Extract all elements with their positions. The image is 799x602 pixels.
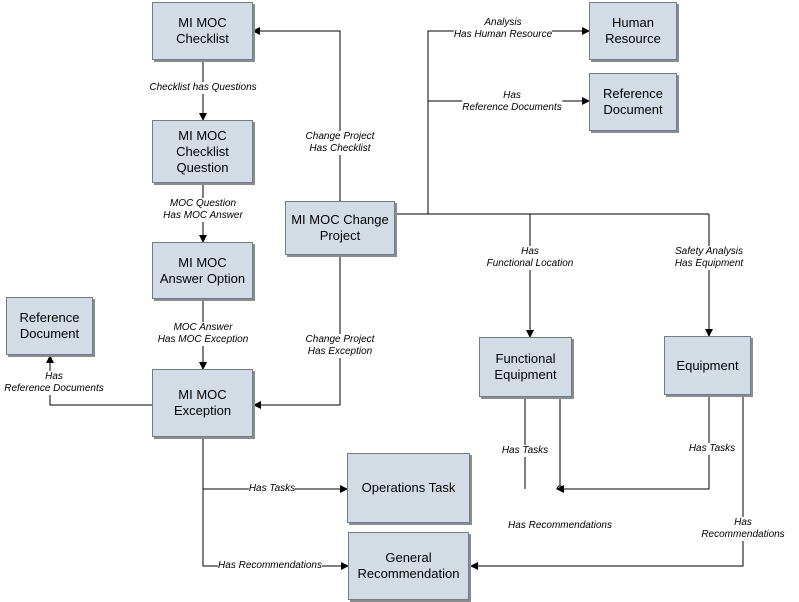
node-mi-moc-change-project[interactable]: MI MOC Change Project bbox=[285, 201, 395, 255]
label-project-has-exception: Change Project Has Exception bbox=[305, 334, 375, 358]
node-mi-moc-checklist[interactable]: MI MOC Checklist bbox=[152, 2, 253, 60]
label-exception-has-recommendations: Has Recommendations bbox=[218, 560, 322, 572]
label-fe-has-recommendations: Has Recommendations bbox=[508, 520, 612, 532]
node-mi-moc-checklist-question[interactable]: MI MOC Checklist Question bbox=[152, 120, 253, 183]
node-operations-task[interactable]: Operations Task bbox=[347, 453, 470, 523]
edge-project-human-resource bbox=[395, 27, 590, 215]
label-answer-has-exception: MOC Answer Has MOC Exception bbox=[157, 322, 249, 346]
edge-exception-tasks bbox=[202, 438, 348, 493]
label-project-has-checklist: Change Project Has Checklist bbox=[305, 131, 375, 155]
node-general-recommendation[interactable]: General Recommendation bbox=[348, 532, 469, 600]
label-has-functional-location: Has Functional Location bbox=[486, 246, 574, 270]
label-safety-analysis-has-equipment: Safety Analysis Has Equipment bbox=[674, 246, 744, 270]
node-reference-document-left[interactable]: Reference Document bbox=[6, 297, 93, 355]
node-human-resource[interactable]: Human Resource bbox=[589, 2, 677, 60]
node-functional-equipment[interactable]: Functional Equipment bbox=[479, 337, 572, 397]
edge-eq-tasks bbox=[556, 395, 710, 493]
label-exception-has-tasks: Has Tasks bbox=[248, 483, 296, 495]
node-reference-document-right[interactable]: Reference Document bbox=[589, 73, 677, 131]
label-eq-has-tasks: Has Tasks bbox=[688, 443, 736, 455]
label-fe-has-tasks: Has Tasks bbox=[501, 445, 549, 457]
node-equipment[interactable]: Equipment bbox=[664, 336, 751, 395]
label-analysis-has-human-resource: Analysis Has Human Resource bbox=[453, 17, 553, 41]
label-project-has-refdocs: Has Reference Documents bbox=[462, 90, 562, 114]
node-mi-moc-answer-option[interactable]: MI MOC Answer Option bbox=[152, 242, 253, 299]
edge-project-exception bbox=[253, 255, 341, 409]
label-question-has-answer: MOC Question Has MOC Answer bbox=[163, 198, 243, 222]
label-checklist-has-questions: Checklist has Questions bbox=[149, 82, 257, 94]
label-eq-has-recommendations: Has Recommendations bbox=[701, 517, 785, 541]
edge-eq-recommendations bbox=[470, 395, 744, 570]
edge-exception-recommendations bbox=[202, 489, 349, 570]
node-mi-moc-exception[interactable]: MI MOC Exception bbox=[152, 369, 253, 437]
label-exception-has-refdocs: Has Reference Documents bbox=[4, 371, 104, 395]
edge-project-checklist bbox=[252, 27, 341, 201]
